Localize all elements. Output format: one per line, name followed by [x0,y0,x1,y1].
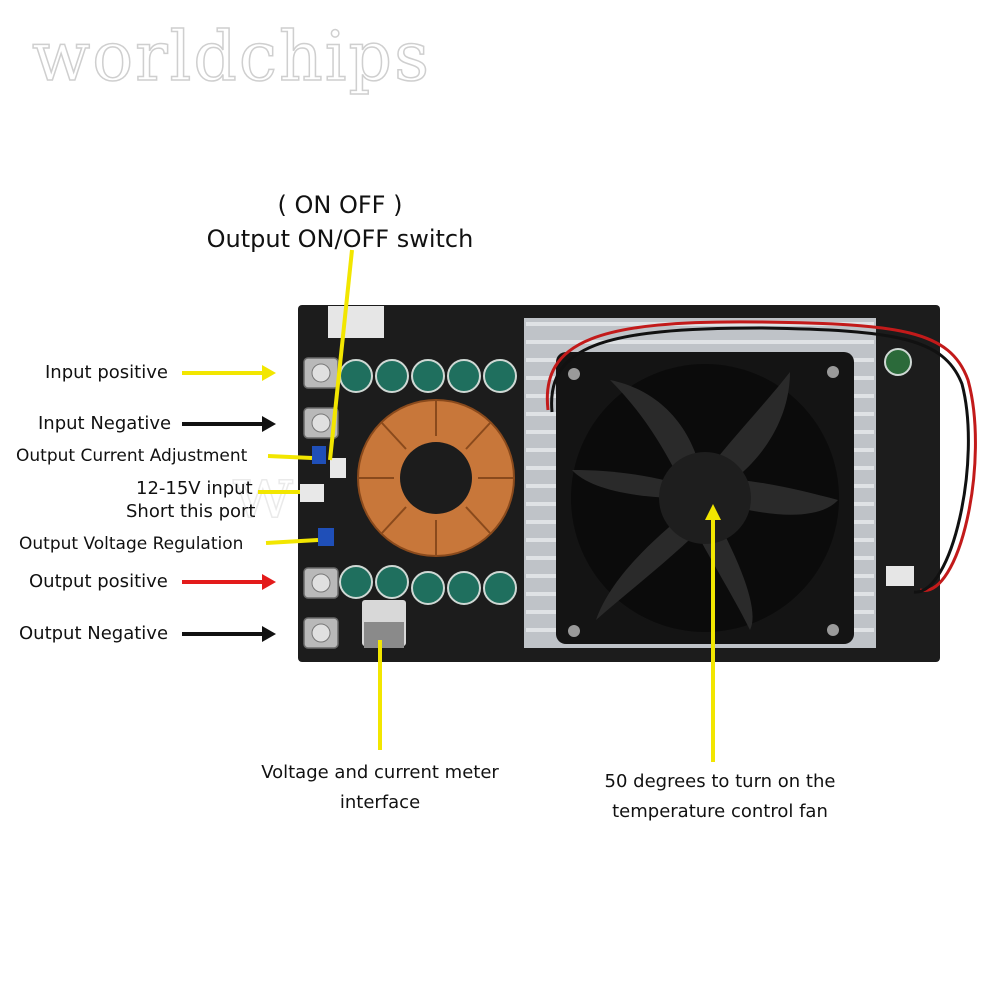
short-port [300,484,324,502]
fan-wire-black [550,326,970,594]
switch-desc-label: Output ON/OFF switch [206,225,474,253]
fan-label-line1: 50 degrees to turn on the [604,771,836,792]
capacitor-small [884,348,912,376]
input-positive-label: Input positive [45,362,168,383]
pointer-switch [328,249,354,461]
current-pot [312,446,326,464]
output-positive-label: Output positive [29,571,168,592]
output-negative-label: Output Negative [19,623,169,644]
capacitors-bottom [339,565,517,605]
output-current-adjustment-label: Output Current Adjustment [16,446,248,466]
voltage-pot [318,528,334,546]
meter-interface-label-line1: Voltage and current meter [261,762,499,783]
input-negative-label: Input Negative [38,413,172,434]
fan-wire-red [545,320,977,592]
meter-connector [362,600,406,648]
pointer-output-voltage [265,538,319,545]
switch-code-label: ( ON OFF ) [277,191,403,219]
toroid-inductor [357,399,515,557]
onoff-switch [330,458,346,478]
pcb-label-sticker [328,306,384,338]
watermark-top: worldchips [31,17,431,98]
capacitors-top [339,359,517,393]
short-port-label-line2: Short this port [126,501,256,522]
meter-interface-label-line2: interface [339,792,421,813]
fan-connector [886,566,914,586]
fan-label-line2: temperature control fan [612,801,828,822]
short-port-label-line1: 12-15V input [136,478,253,499]
pointer-output-current [267,454,313,460]
cooling-fan [556,352,854,644]
output-voltage-regulation-label: Output Voltage Regulation [19,534,244,554]
